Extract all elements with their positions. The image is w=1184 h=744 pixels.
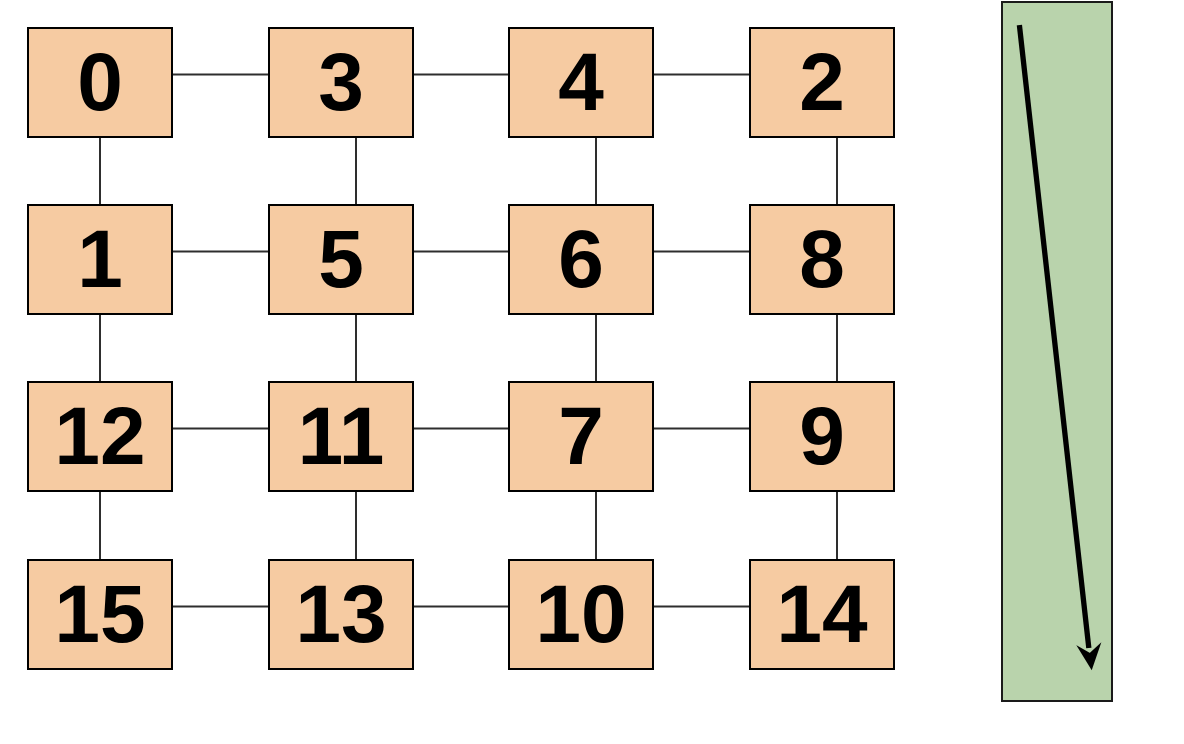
graph-node-8: 8 bbox=[749, 204, 895, 315]
graph-node-3: 3 bbox=[268, 27, 414, 138]
graph-node-4: 4 bbox=[508, 27, 654, 138]
graph-node-10: 10 bbox=[508, 559, 654, 670]
graph-node-14: 14 bbox=[749, 559, 895, 670]
graph-node-2: 2 bbox=[749, 27, 895, 138]
graph-node-7: 7 bbox=[508, 381, 654, 492]
graph-node-0: 0 bbox=[27, 27, 173, 138]
graph-node-15: 15 bbox=[27, 559, 173, 670]
down-arrow-shaft bbox=[1016, 24, 1092, 649]
down-arrow-head bbox=[1076, 642, 1102, 671]
graph-node-1: 1 bbox=[27, 204, 173, 315]
down-arrow-icon bbox=[1016, 24, 1102, 671]
graph-node-6: 6 bbox=[508, 204, 654, 315]
direction-panel bbox=[1001, 1, 1113, 702]
graph-node-12: 12 bbox=[27, 381, 173, 492]
graph-node-11: 11 bbox=[268, 381, 414, 492]
graph-node-5: 5 bbox=[268, 204, 414, 315]
graph-node-9: 9 bbox=[749, 381, 895, 492]
graph-node-13: 13 bbox=[268, 559, 414, 670]
